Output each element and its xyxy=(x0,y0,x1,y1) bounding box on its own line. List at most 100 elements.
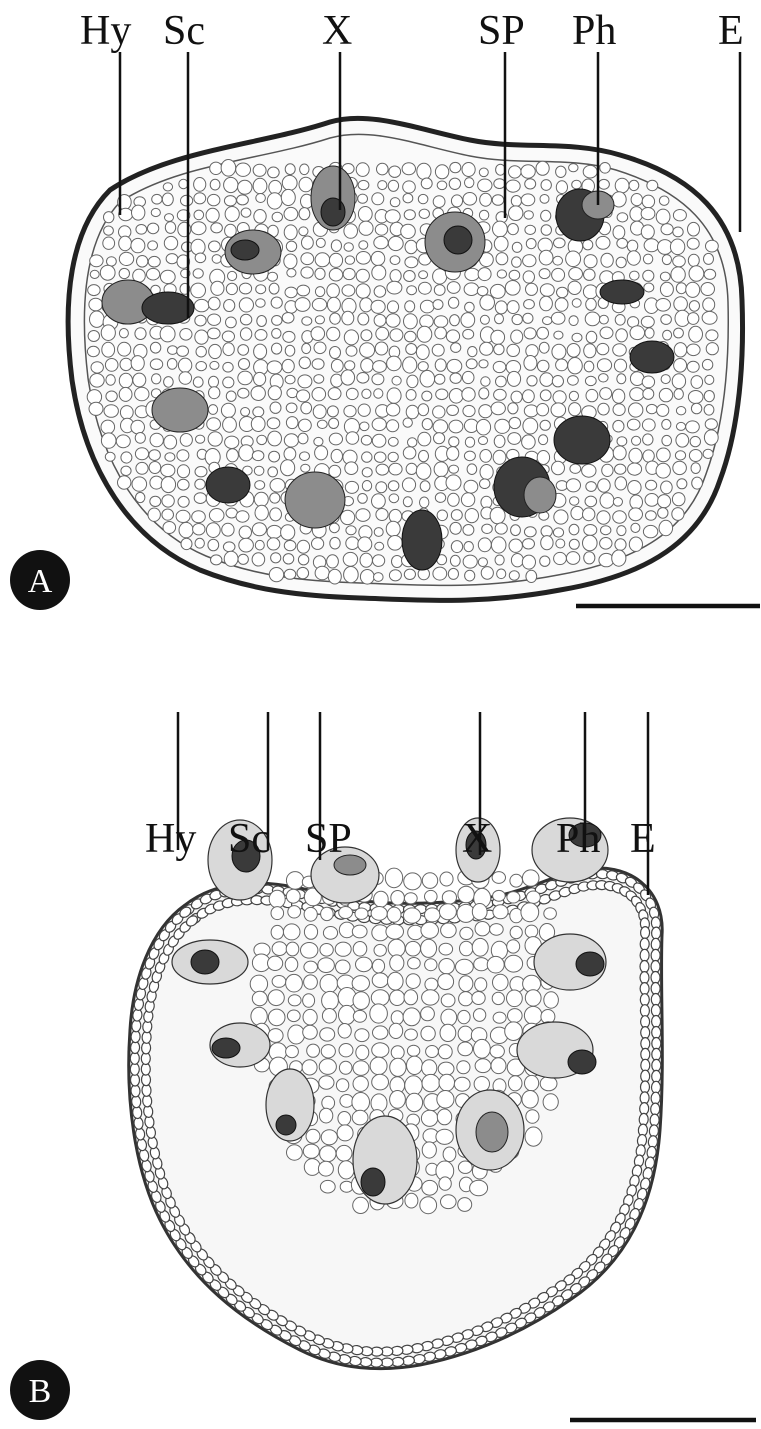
parenchyma-cell xyxy=(238,371,253,385)
parenchyma-cell xyxy=(224,177,238,192)
parenchyma-cell xyxy=(659,388,672,401)
parenchyma-cell xyxy=(569,391,578,401)
parenchyma-cell xyxy=(437,1109,451,1125)
parenchyma-cell xyxy=(327,284,340,298)
parenchyma-cell xyxy=(539,435,548,445)
parenchyma-cell xyxy=(88,331,99,342)
parenchyma-cell xyxy=(288,1025,305,1044)
parenchyma-cell xyxy=(267,193,282,209)
parenchyma-cell xyxy=(436,1129,453,1144)
parenchyma-cell xyxy=(437,1091,454,1109)
vascular-bundle xyxy=(554,416,610,464)
parenchyma-cell xyxy=(360,553,372,567)
parenchyma-cell xyxy=(540,556,550,566)
parenchyma-cell xyxy=(422,391,432,401)
parenchyma-cell xyxy=(691,463,700,474)
parenchyma-cell xyxy=(420,370,435,387)
parenchyma-cell xyxy=(458,1198,472,1212)
parenchyma-cell xyxy=(406,405,418,419)
parenchyma-cell xyxy=(505,955,523,972)
parenchyma-cell xyxy=(551,312,565,324)
parenchyma-cell xyxy=(181,195,193,206)
parenchyma-cell xyxy=(359,241,368,250)
parenchyma-cell xyxy=(101,420,115,434)
parenchyma-cell xyxy=(460,941,473,956)
parenchyma-cell xyxy=(254,344,267,359)
parenchyma-cell xyxy=(269,890,285,908)
parenchyma-cell xyxy=(704,269,716,279)
parenchyma-cell xyxy=(447,359,462,372)
parenchyma-cell xyxy=(272,976,286,988)
parenchyma-cell xyxy=(238,388,249,398)
parenchyma-cell xyxy=(388,180,398,191)
parenchyma-cell xyxy=(303,1025,318,1039)
parenchyma-cell xyxy=(478,179,492,192)
parenchyma-cell xyxy=(196,362,207,371)
parenchyma-cell xyxy=(152,194,162,204)
parenchyma-cell xyxy=(255,505,268,520)
parenchyma-cell xyxy=(674,297,688,311)
parenchyma-cell xyxy=(272,329,281,339)
hypodermis-cell xyxy=(640,994,649,1006)
parenchyma-cell xyxy=(585,496,597,507)
parenchyma-cell xyxy=(252,451,264,461)
parenchyma-cell xyxy=(136,225,147,235)
parenchyma-cell xyxy=(511,330,523,343)
parenchyma-cell xyxy=(107,257,117,266)
parenchyma-cell xyxy=(211,555,222,565)
vascular-bundle xyxy=(231,240,259,260)
parenchyma-cell xyxy=(286,1046,299,1058)
parenchyma-cell xyxy=(572,333,582,342)
parenchyma-cell xyxy=(492,872,505,884)
parenchyma-cell xyxy=(176,510,190,522)
parenchyma-cell xyxy=(193,377,203,387)
parenchyma-cell xyxy=(583,535,598,551)
parenchyma-cell xyxy=(237,195,249,205)
parenchyma-cell xyxy=(118,476,131,489)
parenchyma-cell xyxy=(376,327,389,340)
parenchyma-cell xyxy=(268,467,278,477)
parenchyma-cell xyxy=(473,1009,485,1022)
parenchyma-cell xyxy=(390,1058,406,1076)
parenchyma-cell xyxy=(490,1045,504,1058)
parenchyma-cell xyxy=(526,239,536,249)
hypodermis-cell xyxy=(650,1103,660,1115)
parenchyma-cell xyxy=(539,269,550,279)
parenchyma-cell xyxy=(420,1197,437,1214)
parenchyma-cell xyxy=(374,944,386,956)
parenchyma-cell xyxy=(670,239,684,255)
parenchyma-cell xyxy=(387,281,402,294)
parenchyma-cell xyxy=(420,497,429,508)
parenchyma-cell xyxy=(356,269,369,282)
parenchyma-cell xyxy=(268,167,280,178)
parenchyma-cell xyxy=(388,939,405,957)
parenchyma-cell xyxy=(345,462,358,475)
parenchyma-cell xyxy=(494,236,508,251)
parenchyma-cell xyxy=(524,405,538,417)
parenchyma-cell xyxy=(178,496,189,507)
parenchyma-cell xyxy=(642,376,654,388)
parenchyma-cell xyxy=(206,208,219,222)
parenchyma-cell xyxy=(435,374,445,384)
parenchyma-cell xyxy=(152,374,161,384)
parenchyma-cell xyxy=(301,253,314,265)
parenchyma-cell xyxy=(475,922,490,936)
label-hy: Hy xyxy=(145,816,196,862)
parenchyma-cell xyxy=(284,448,296,461)
parenchyma-cell xyxy=(353,1076,368,1091)
parenchyma-cell xyxy=(599,374,609,382)
parenchyma-cell xyxy=(451,541,462,553)
parenchyma-cell xyxy=(285,287,297,298)
parenchyma-cell xyxy=(226,283,237,294)
parenchyma-cell xyxy=(304,961,318,973)
parenchyma-cell xyxy=(209,376,219,387)
parenchyma-cell xyxy=(420,300,434,313)
parenchyma-cell xyxy=(321,1045,335,1058)
parenchyma-cell xyxy=(537,404,549,416)
parenchyma-cell xyxy=(407,286,417,295)
parenchyma-cell xyxy=(346,432,359,445)
parenchyma-cell xyxy=(116,435,130,448)
parenchyma-cell xyxy=(268,990,284,1006)
parenchyma-cell xyxy=(496,253,508,265)
parenchyma-cell xyxy=(149,450,161,461)
